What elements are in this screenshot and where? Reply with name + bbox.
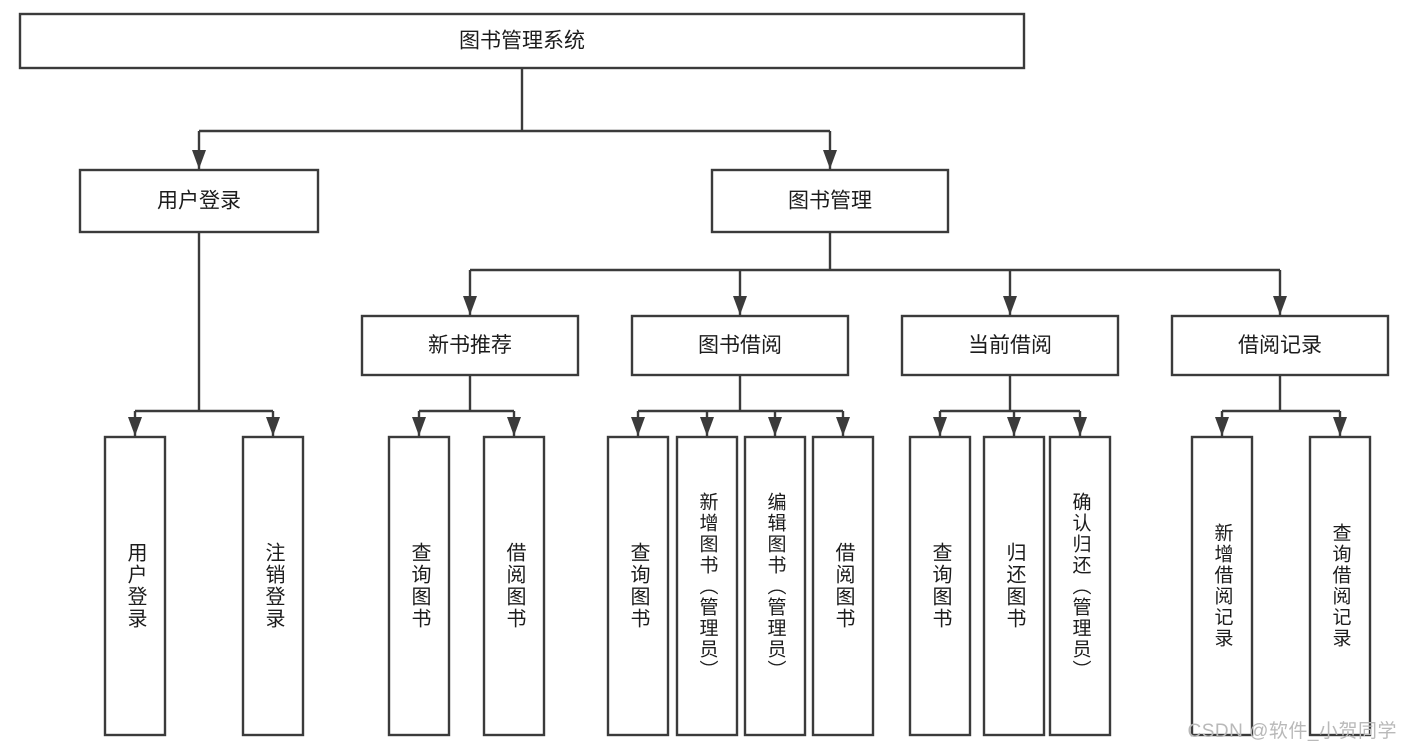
edge-arrowhead — [1007, 417, 1021, 436]
edge-arrowhead — [933, 417, 947, 436]
edge-arrowhead — [1273, 296, 1287, 315]
node-label-l2_b: 图书管理 — [788, 190, 872, 213]
edge-layer — [128, 68, 1347, 436]
node-label-l3_d: 借阅记录 — [1238, 334, 1322, 357]
edge-arrowhead — [631, 417, 645, 436]
node-box-l3_a[interactable] — [360, 314, 580, 377]
edge-arrowhead — [463, 296, 477, 315]
edge-arrowhead — [192, 150, 206, 169]
edge-arrowhead — [733, 296, 747, 315]
edge-arrowhead — [1003, 296, 1017, 315]
edge-arrowhead — [768, 417, 782, 436]
edge-arrowhead — [1333, 417, 1347, 436]
edge-arrowhead — [823, 150, 837, 169]
node-box-l3_d[interactable] — [1170, 314, 1390, 377]
node-box-leaf_8[interactable] — [811, 435, 875, 737]
edge-arrowhead — [1215, 417, 1229, 436]
edge-arrowhead — [412, 417, 426, 436]
node-box-leaf_5[interactable] — [606, 435, 670, 737]
node-box-leaf_6[interactable] — [675, 435, 739, 737]
node-box-l2_b[interactable] — [710, 168, 950, 234]
node-box-leaf_2[interactable] — [241, 435, 305, 737]
node-box-leaf_13[interactable] — [1308, 435, 1372, 737]
edge-arrowhead — [1073, 417, 1087, 436]
node-label-l3_b: 图书借阅 — [698, 334, 782, 357]
node-label-l3_a: 新书推荐 — [428, 334, 512, 357]
node-box-leaf_12[interactable] — [1190, 435, 1254, 737]
node-label-l2_a: 用户登录 — [157, 190, 241, 213]
edge-arrowhead — [266, 417, 280, 436]
node-box-leaf_11[interactable] — [1048, 435, 1112, 737]
edge-arrowhead — [507, 417, 521, 436]
node-label-l3_c: 当前借阅 — [968, 334, 1052, 357]
node-box-leaf_10[interactable] — [982, 435, 1046, 737]
node-box-leaf_3[interactable] — [387, 435, 451, 737]
node-box-leaf_4[interactable] — [482, 435, 546, 737]
edge-arrowhead — [836, 417, 850, 436]
node-box-l3_c[interactable] — [900, 314, 1120, 377]
node-box-root[interactable] — [18, 12, 1026, 70]
node-box-leaf_1[interactable] — [103, 435, 167, 737]
box-layer — [18, 12, 1390, 737]
node-box-l3_b[interactable] — [630, 314, 850, 377]
node-box-l2_a[interactable] — [78, 168, 320, 234]
watermark: CSDN @软件_小贺同学 — [1187, 721, 1397, 742]
node-box-leaf_9[interactable] — [908, 435, 972, 737]
edge-arrowhead — [128, 417, 142, 436]
edge-arrowhead — [700, 417, 714, 436]
node-box-leaf_7[interactable] — [743, 435, 807, 737]
node-label-root: 图书管理系统 — [459, 30, 585, 53]
